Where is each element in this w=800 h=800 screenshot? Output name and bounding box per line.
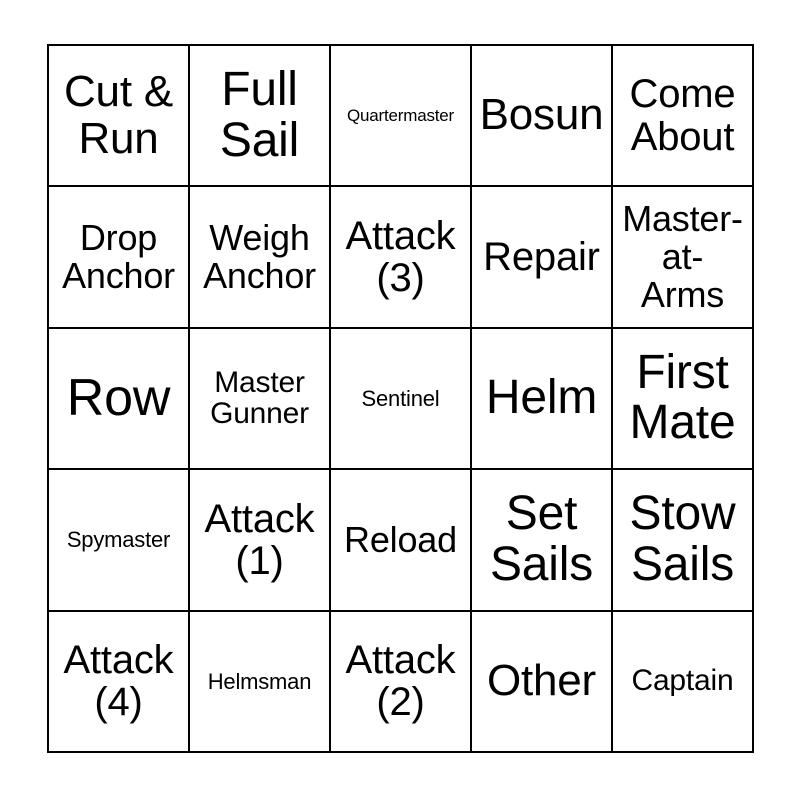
- bingo-cell-r1-c2[interactable]: Full Sail: [190, 46, 331, 188]
- bingo-cell-label: Sentinel: [361, 385, 440, 411]
- bingo-cell-r5-c3[interactable]: Attack (2): [331, 611, 472, 753]
- bingo-cell-label: Cut & Run: [63, 67, 174, 163]
- bingo-cell-r4-c1[interactable]: Spymaster: [49, 470, 190, 612]
- bingo-cell-r1-c1[interactable]: Cut & Run: [49, 46, 190, 188]
- bingo-cell-r4-c2[interactable]: Attack (1): [190, 470, 331, 612]
- bingo-cell-r1-c3[interactable]: Quartermaster: [331, 46, 472, 188]
- bingo-cell-r3-c3[interactable]: Sentinel: [331, 328, 472, 471]
- bingo-cell-label: Master Gunner: [210, 365, 309, 431]
- bingo-cell-r4-c3[interactable]: Reload: [331, 470, 472, 612]
- bingo-cell-label: Row: [66, 368, 171, 427]
- bingo-cell-r3-c2[interactable]: Master Gunner: [190, 328, 331, 471]
- bingo-cell-label: Bosun: [479, 90, 604, 140]
- bingo-cell-r4-c5[interactable]: Stow Sails: [613, 470, 754, 612]
- bingo-cell-label: First Mate: [629, 345, 736, 450]
- bingo-cell-r1-c5[interactable]: Come About: [613, 46, 754, 188]
- bingo-cell-label: Stow Sails: [629, 487, 736, 591]
- bingo-cell-label: Full Sail: [219, 62, 300, 167]
- bingo-cell-label: Drop Anchor: [62, 216, 175, 297]
- bingo-cell-r5-c5[interactable]: Captain: [613, 611, 754, 753]
- bingo-cell-r3-c5[interactable]: First Mate: [613, 328, 754, 471]
- bingo-cell-label: Attack (2): [345, 637, 456, 725]
- bingo-cell-label: Set Sails: [489, 487, 594, 591]
- bingo-cell-label: Repair: [483, 234, 600, 279]
- bingo-cell-label: Helmsman: [207, 668, 312, 694]
- bingo-cell-r2-c3[interactable]: Attack (3): [331, 187, 472, 329]
- bingo-cell-label: Reload: [344, 518, 457, 560]
- bingo-cell-r1-c4[interactable]: Bosun: [472, 46, 613, 188]
- bingo-cell-label: Spymaster: [66, 527, 171, 553]
- bingo-cell-r5-c4[interactable]: Other: [472, 611, 613, 753]
- bingo-cell-label: Master- at- Arms: [622, 197, 743, 316]
- bingo-cell-label: Other: [486, 655, 597, 705]
- bingo-cell-r4-c4[interactable]: Set Sails: [472, 470, 613, 612]
- bingo-cell-r2-c4[interactable]: Repair: [472, 187, 613, 329]
- bingo-cell-label: Attack (3): [345, 213, 456, 301]
- bingo-cell-label: Come About: [629, 72, 736, 159]
- bingo-cell-r3-c4[interactable]: Helm: [472, 328, 613, 471]
- bingo-card: Cut & Run Full Sail Quartermaster Bosun Come…: [47, 44, 754, 753]
- bingo-cell-label: Quartermaster: [347, 105, 454, 125]
- bingo-cell-r5-c1[interactable]: Attack (4): [49, 611, 190, 753]
- bingo-cell-label: Helm: [485, 371, 598, 425]
- bingo-cell-label: Weigh Anchor: [203, 216, 316, 297]
- bingo-cell-r2-c1[interactable]: Drop Anchor: [49, 187, 190, 329]
- bingo-cell-r2-c5[interactable]: Master- at- Arms: [613, 187, 754, 329]
- bingo-cell-r5-c2[interactable]: Helmsman: [190, 611, 331, 753]
- bingo-cell-r3-c1[interactable]: Row: [49, 328, 190, 471]
- bingo-cell-label: Captain: [631, 664, 734, 698]
- bingo-cell-label: Attack (1): [204, 496, 315, 583]
- bingo-cell-label: Attack (4): [63, 637, 174, 725]
- bingo-cell-r2-c2[interactable]: Weigh Anchor: [190, 187, 331, 329]
